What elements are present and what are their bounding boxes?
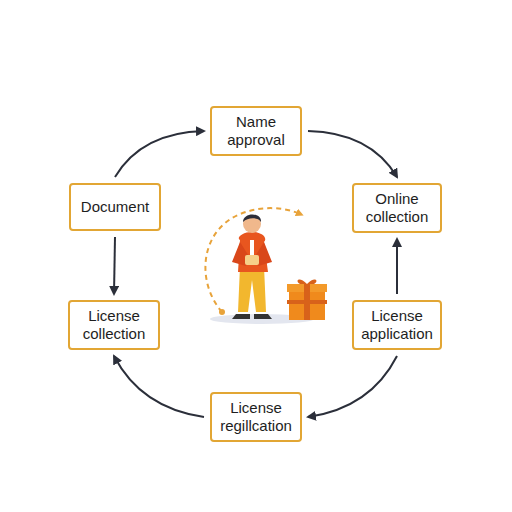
- process-box: Online collection: [352, 183, 442, 233]
- process-box: Document: [69, 183, 161, 231]
- arc-start-dot: [219, 309, 225, 315]
- box-label: License regillcation: [217, 399, 295, 435]
- gift-box: [287, 279, 327, 320]
- process-box: Name approval: [210, 106, 302, 156]
- flow-arrow: [308, 356, 397, 417]
- process-box: License application: [352, 300, 442, 350]
- box-label: License application: [359, 307, 435, 343]
- box-label: Document: [81, 198, 149, 216]
- process-box: License regillcation: [210, 392, 302, 442]
- person-figure: [232, 215, 272, 320]
- box-label: Name approval: [217, 113, 295, 149]
- flow-arrow: [114, 237, 115, 294]
- box-label: Online collection: [359, 190, 435, 226]
- flow-arrow: [115, 131, 204, 177]
- dashed-arc: [205, 208, 300, 312]
- box-label: License collection: [75, 307, 153, 343]
- process-box: License collection: [68, 300, 160, 350]
- flow-arrow: [308, 131, 397, 177]
- flow-arrow: [114, 356, 204, 417]
- flow-arrow: [396, 239, 398, 294]
